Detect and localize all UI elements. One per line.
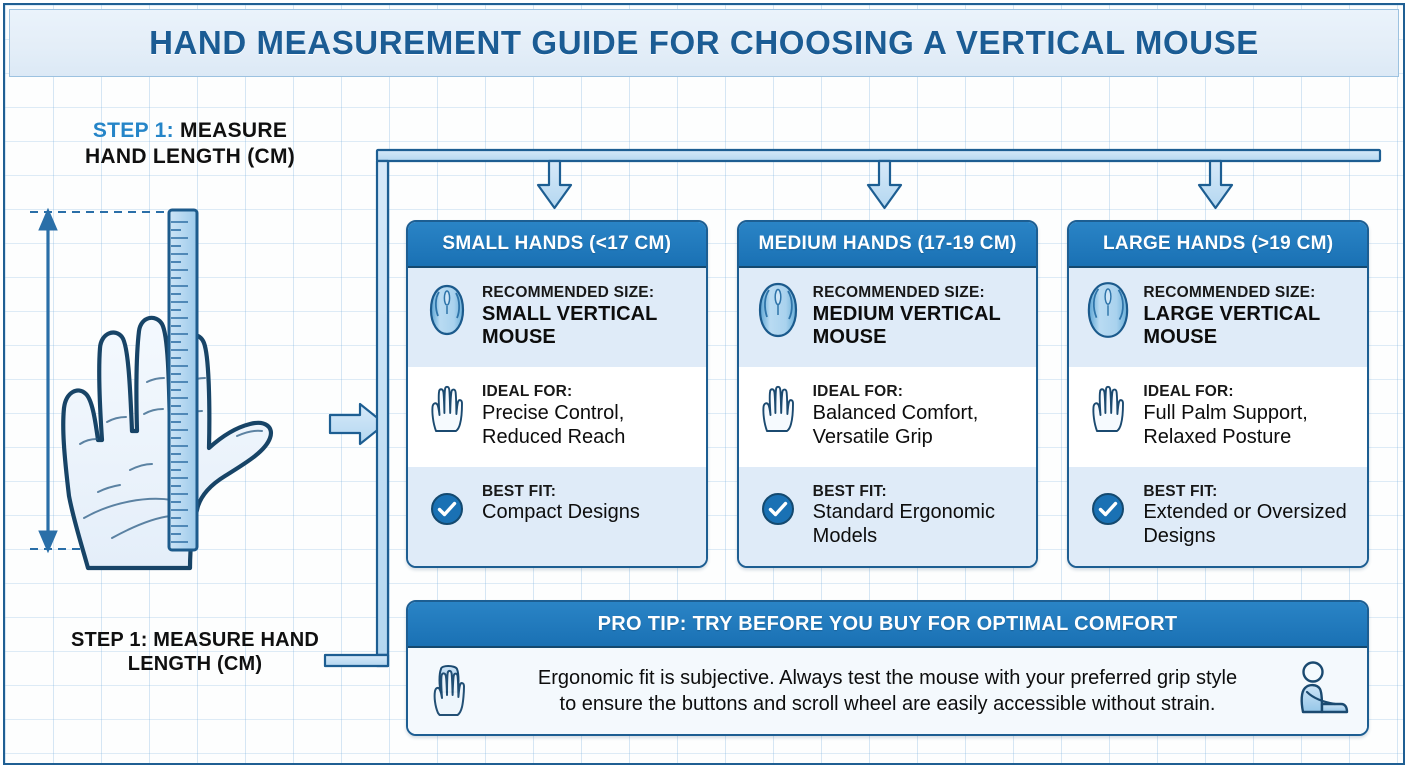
card-row-recommended-size: RECOMMENDED SIZE: SMALL VERTICAL MOUSE — [408, 268, 706, 368]
card-row-text: BEST FIT: Extended or Oversized Designs — [1143, 481, 1355, 549]
vertical-double-arrow — [38, 207, 58, 554]
card-row-ideal-for: IDEAL FOR: Balanced Comfort, Versatile G… — [738, 367, 1037, 467]
card-header-large: LARGE HANDS (>19 CM) — [1069, 222, 1368, 268]
recommended-size-value: SMALL VERTICAL MOUSE — [482, 302, 658, 349]
recommended-size-value: LARGE VERTICAL MOUSE — [1143, 302, 1320, 349]
check-circle-icon — [1085, 481, 1131, 537]
ideal-for-label: IDEAL FOR: — [482, 383, 573, 401]
page-title: HAND MEASUREMENT GUIDE FOR CHOOSING A VE… — [149, 24, 1259, 61]
card-row-best-fit: BEST FIT: Compact Designs — [408, 466, 706, 566]
step1-heading-line2: HAND LENGTH (CM) — [84, 144, 296, 168]
card-row-ideal-for: IDEAL FOR: Full Palm Support, Relaxed Po… — [1069, 367, 1368, 467]
pro-tip-header: PRO TIP: TRY BEFORE YOU BUY FOR OPTIMAL … — [408, 602, 1367, 648]
step1-caption-line2: LENGTH (CM) — [127, 653, 263, 676]
recommended-size-label: RECOMMENDED SIZE: — [1143, 284, 1316, 301]
hand-with-ruler-illustration — [12, 196, 392, 596]
best-fit-label: BEST FIT: — [1143, 482, 1218, 500]
hand-illustration-svg — [30, 207, 273, 571]
card-row-best-fit: BEST FIT: Extended or Oversized Designs — [1069, 466, 1368, 566]
card-row-text: IDEAL FOR: Precise Control, Reduced Reac… — [482, 381, 694, 449]
hand-shape — [61, 315, 273, 571]
step1-caption: STEP 1: MEASURE HAND LENGTH (CM) — [25, 628, 365, 677]
card-row-recommended-size: RECOMMENDED SIZE: MEDIUM VERTICAL MOUSE — [738, 268, 1037, 368]
card-header-small: SMALL HANDS (<17 CM) — [408, 222, 706, 268]
card-row-recommended-size: RECOMMENDED SIZE: LARGE VERTICAL MOUSE — [1069, 268, 1368, 368]
hand-on-mouse-icon — [422, 658, 482, 724]
ruler-icon — [167, 208, 199, 552]
pro-tip-panel: PRO TIP: TRY BEFORE YOU BUY FOR OPTIMAL … — [406, 600, 1369, 736]
recommended-size-label: RECOMMENDED SIZE: — [812, 284, 985, 301]
best-fit-value: Standard Ergonomic Models — [812, 501, 995, 548]
card-row-text: IDEAL FOR: Full Palm Support, Relaxed Po… — [1143, 381, 1355, 449]
card-row-text: RECOMMENDED SIZE: SMALL VERTICAL MOUSE — [482, 282, 694, 350]
check-circle-icon — [755, 481, 801, 537]
hand-outline-icon — [755, 381, 801, 437]
best-fit-value: Compact Designs — [482, 501, 640, 524]
vertical-mouse-icon — [424, 282, 470, 338]
pro-tip-header-label: PRO TIP: TRY BEFORE YOU BUY FOR OPTIMAL … — [597, 612, 1178, 635]
card-large-hands[interactable]: LARGE HANDS (>19 CM) — [1067, 220, 1370, 568]
card-header-medium: MEDIUM HANDS (17-19 CM) — [738, 222, 1037, 268]
card-row-text: BEST FIT: Standard Ergonomic Models — [813, 481, 1025, 549]
card-header-label: MEDIUM HANDS (17-19 CM) — [758, 233, 1017, 254]
check-circle-icon — [424, 481, 470, 537]
card-small-hands[interactable]: SMALL HANDS (<17 CM) — [406, 220, 708, 568]
ideal-for-value: Precise Control, Reduced Reach — [482, 402, 626, 448]
card-row-best-fit: BEST FIT: Standard Ergonomic Models — [738, 466, 1037, 566]
pro-tip-body: Ergonomic fit is subjective. Always test… — [408, 648, 1367, 734]
step1-heading-accent: STEP 1: — [92, 119, 174, 142]
card-row-text: IDEAL FOR: Balanced Comfort, Versatile G… — [813, 381, 1025, 449]
ideal-for-label: IDEAL FOR: — [1143, 383, 1234, 401]
recommendation-cards: SMALL HANDS (<17 CM) — [406, 220, 1370, 568]
pro-tip-line1: Ergonomic fit is subjective. Always test… — [537, 666, 1238, 689]
ideal-for-label: IDEAL FOR: — [812, 383, 904, 401]
card-row-text: BEST FIT: Compact Designs — [482, 481, 694, 525]
pro-tip-copy: Ergonomic fit is subjective. Always test… — [492, 665, 1283, 718]
card-header-label: SMALL HANDS (<17 CM) — [442, 233, 672, 254]
card-row-text: RECOMMENDED SIZE: MEDIUM VERTICAL MOUSE — [813, 282, 1025, 350]
recommended-size-label: RECOMMENDED SIZE: — [482, 284, 655, 301]
hand-outline-icon — [424, 381, 470, 437]
best-fit-value: Extended or Oversized Designs — [1143, 501, 1347, 548]
seated-person-at-desk-icon — [1293, 658, 1353, 724]
card-row-ideal-for: IDEAL FOR: Precise Control, Reduced Reac… — [408, 367, 706, 467]
step1-caption-line1: STEP 1: MEASURE HAND — [70, 629, 320, 651]
card-row-text: RECOMMENDED SIZE: LARGE VERTICAL MOUSE — [1143, 282, 1355, 350]
best-fit-label: BEST FIT: — [812, 482, 887, 500]
step1-heading: STEP 1: MEASURE HAND LENGTH (CM) — [40, 118, 340, 169]
ideal-for-value: Full Palm Support, Relaxed Posture — [1143, 402, 1308, 448]
ideal-for-value: Balanced Comfort, Versatile Grip — [812, 402, 979, 448]
card-header-label: LARGE HANDS (>19 CM) — [1103, 233, 1334, 254]
recommended-size-value: MEDIUM VERTICAL MOUSE — [812, 302, 1001, 349]
pro-tip-line2: to ensure the buttons and scroll wheel a… — [559, 693, 1216, 715]
hand-outline-icon — [1085, 381, 1131, 437]
best-fit-label: BEST FIT: — [482, 482, 557, 500]
title-bar: HAND MEASUREMENT GUIDE FOR CHOOSING A VE… — [9, 9, 1399, 77]
vertical-mouse-icon — [1085, 282, 1131, 338]
step1-heading-rest: MEASURE — [180, 119, 288, 142]
card-medium-hands[interactable]: MEDIUM HANDS (17-19 CM) — [736, 220, 1039, 568]
vertical-mouse-icon — [755, 282, 801, 338]
